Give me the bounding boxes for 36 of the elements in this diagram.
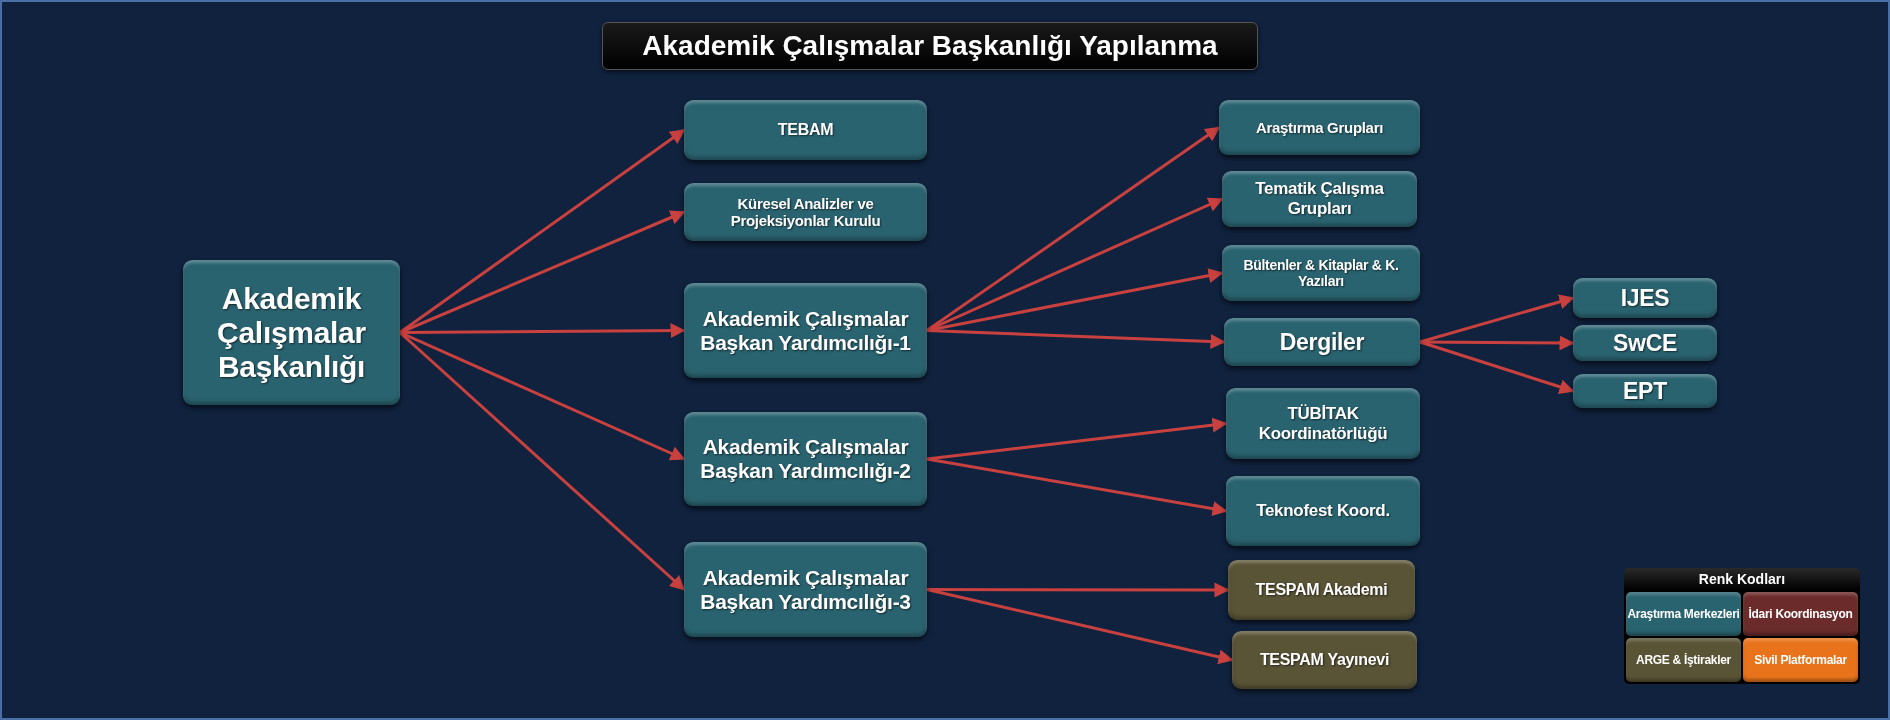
org-unit-box: Akademik Çalışmalar Başkan Yardımcılığı-1	[684, 283, 927, 378]
diagram-title: Akademik Çalışmalar Başkanlığı Yapılanma	[602, 22, 1258, 70]
legend-title: Renk Kodları	[1624, 568, 1860, 590]
org-unit-box: Tematik Çalışma Grupları	[1222, 171, 1417, 227]
org-unit-box: EPT	[1573, 374, 1717, 408]
arrow	[926, 329, 1226, 349]
org-unit-box: Teknofest Koord.	[1226, 476, 1420, 546]
arrow	[926, 588, 1234, 665]
org-unit-box: Akademik Çalışmalar Başkanlığı	[183, 260, 400, 405]
arrow	[399, 331, 686, 591]
org-unit-box: TESPAM Akademi	[1228, 560, 1415, 620]
legend-label: ARGE & İştirakler	[1636, 652, 1731, 668]
legend-label: Sivil Platformalar	[1754, 652, 1847, 668]
arrow	[1419, 294, 1575, 344]
org-unit-box: Araştırma Grupları	[1219, 100, 1420, 155]
arrow	[1419, 340, 1575, 395]
legend-label: Araştırma Merkezleri	[1627, 606, 1740, 622]
org-unit-box: TEBAM	[684, 100, 927, 160]
org-unit-box: TÜBİTAK Koordinatörlüğü	[1226, 388, 1420, 459]
org-unit-box: Dergiler	[1224, 318, 1420, 366]
org-unit-box: Akademik Çalışmalar Başkan Yardımcılığı-2	[684, 412, 927, 506]
arrow	[927, 582, 1230, 598]
arrow	[926, 197, 1224, 332]
arrow	[1420, 335, 1575, 351]
org-unit-box: Akademik Çalışmalar Başkan Yardımcılığı-3	[684, 542, 927, 637]
org-unit-box: IJES	[1573, 278, 1717, 318]
legend-label: İdari Koordinasyon	[1748, 606, 1853, 622]
org-unit-box: Bültenler & Kitaplar & K. Yazıları	[1222, 245, 1420, 301]
org-unit-box: TESPAM Yayınevi	[1232, 631, 1417, 689]
arrow	[400, 323, 686, 339]
arrow	[926, 126, 1221, 332]
org-unit-box: Küresel Analizler ve Projeksiyonlar Kurulu	[684, 183, 927, 241]
arrow	[926, 457, 1228, 517]
arrow	[399, 128, 686, 334]
org-unit-box: SwCE	[1573, 325, 1717, 361]
arrow	[926, 417, 1228, 461]
